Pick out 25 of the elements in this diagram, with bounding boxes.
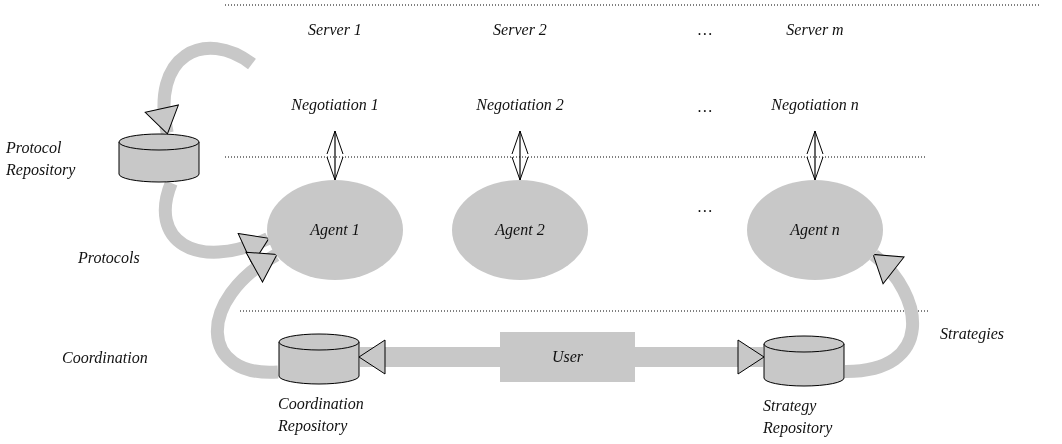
diamond-arrow xyxy=(511,130,529,181)
node-label: Agent n xyxy=(790,220,840,241)
node-label: Protocol Repository xyxy=(6,138,77,181)
node-label: Negotiation 2 xyxy=(476,95,564,116)
node-label: Coordination Repository xyxy=(278,394,365,437)
text-label: … xyxy=(696,197,714,217)
text-label: … xyxy=(696,20,714,40)
block-arrow xyxy=(211,249,280,379)
block-arrow xyxy=(635,339,765,375)
node-label: Agent 2 xyxy=(495,220,545,241)
diamond-arrow xyxy=(806,130,824,181)
diamond-arrow xyxy=(326,130,344,181)
node-label: Negotiation n xyxy=(771,95,859,116)
block-arrow xyxy=(844,250,919,378)
block-arrow xyxy=(146,42,256,135)
node-label: Negotiation 1 xyxy=(291,95,379,116)
node-label: User xyxy=(551,347,584,367)
node-label: Strategy Repository xyxy=(763,396,834,439)
text-label: Server m xyxy=(785,20,845,40)
node-label: Agent 1 xyxy=(310,220,360,241)
block-arrow xyxy=(358,339,500,375)
text-label: … xyxy=(696,97,714,117)
text-label: Server 1 xyxy=(307,20,363,40)
user-box xyxy=(500,332,635,382)
text-label: Server 2 xyxy=(492,20,548,40)
